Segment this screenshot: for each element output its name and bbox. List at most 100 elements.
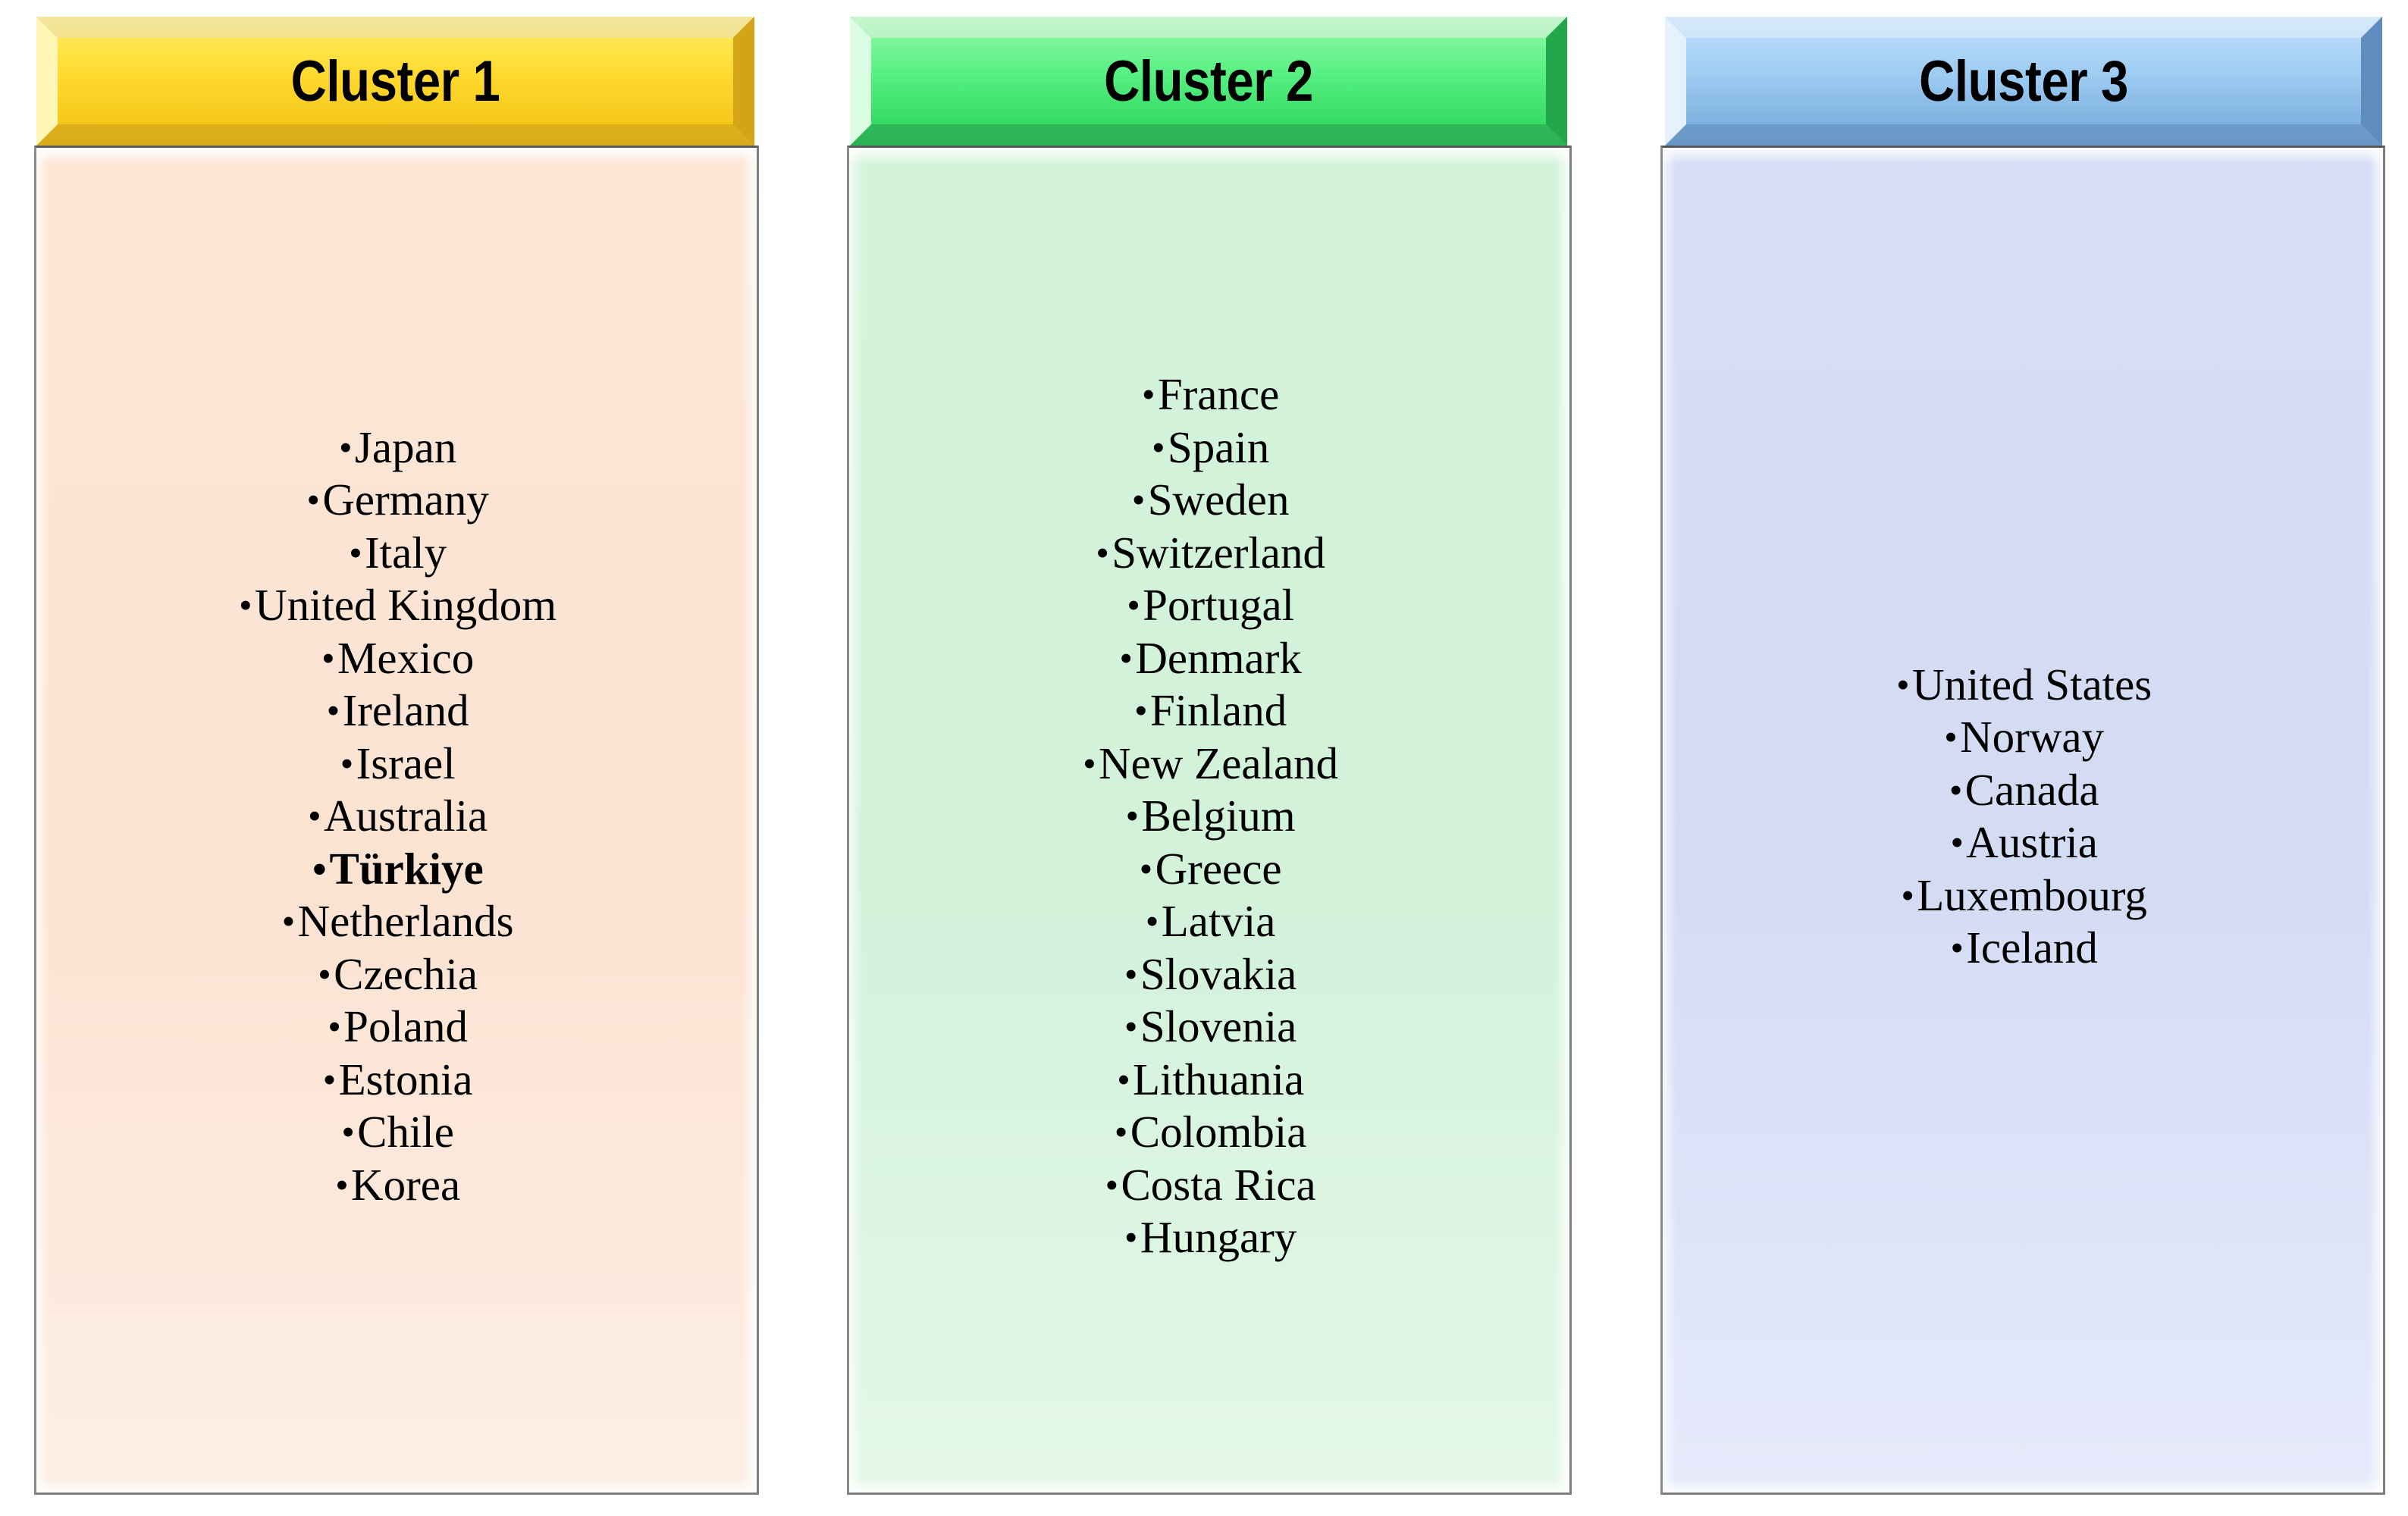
bullet-icon: • (236, 588, 255, 625)
bullet-icon: • (1143, 904, 1162, 941)
cluster-1-header-plate: Cluster 1 (36, 17, 754, 146)
list-item-label: Poland (343, 1001, 469, 1052)
list-item-label: France (1157, 369, 1280, 420)
list-item: •Israel (337, 741, 455, 794)
bullet-icon: • (1123, 799, 1142, 836)
list-item: •Slovakia (1122, 951, 1297, 1005)
bullet-icon: • (1131, 694, 1150, 731)
list-item-highlighted: •Türkiye (309, 843, 484, 900)
list-item: •Mexico (319, 635, 474, 689)
list-item: •Belgium (1123, 794, 1295, 847)
bullet-icon: • (309, 851, 330, 888)
list-item-label: Colombia (1130, 1107, 1307, 1157)
list-item-label: Netherlands (297, 896, 514, 947)
list-item: •Hungary (1122, 1215, 1297, 1268)
list-item-label: Korea (351, 1159, 461, 1210)
list-item: •Netherlands (279, 899, 513, 952)
bullet-icon: • (1121, 1010, 1140, 1047)
list-item-label: Italy (365, 527, 447, 578)
bullet-icon: • (346, 535, 365, 572)
list-item-label: Japan (354, 421, 457, 472)
list-item: •France (1140, 372, 1280, 425)
cluster-1-header: Cluster 1 (36, 17, 754, 146)
cluster-1-title: Cluster 1 (290, 49, 500, 114)
bullet-icon: • (320, 1062, 339, 1099)
cluster-1-body: •Japan •Germany •Italy •United Kingdom •… (34, 146, 759, 1495)
list-item: •Iceland (1948, 926, 2098, 979)
bullet-icon: • (1893, 667, 1912, 704)
list-item-label: Chile (357, 1107, 454, 1157)
list-item-label: Latvia (1161, 896, 1276, 947)
cluster-3-title: Cluster 3 (1919, 49, 2128, 114)
list-item: •Chile (339, 1110, 454, 1163)
cluster-2-header-plate: Cluster 2 (850, 17, 1567, 146)
list-item: •Austria (1948, 820, 2098, 873)
bullet-icon: • (1080, 746, 1099, 783)
bullet-icon: • (1948, 930, 1967, 967)
cluster-column-1: Cluster 1 •Japan •Germany •Italy •United… (34, 0, 759, 1516)
header-face (1686, 38, 2361, 124)
list-item-label: Ireland (342, 685, 469, 736)
bullet-icon: • (305, 799, 324, 836)
bullet-icon: • (325, 1010, 344, 1047)
bullet-icon: • (336, 430, 355, 467)
list-item-label: Estonia (338, 1054, 473, 1104)
list-item-label: Türkiye (329, 843, 484, 894)
bullet-icon: • (1149, 430, 1168, 467)
list-item: •New Zealand (1080, 741, 1338, 794)
list-item-label: Lithuania (1133, 1054, 1305, 1104)
list-item-label: Switzerland (1112, 527, 1325, 578)
bullet-icon: • (1114, 1062, 1133, 1099)
list-item: •Luxembourg (1898, 869, 2147, 926)
bullet-icon: • (279, 904, 298, 941)
list-item-label: Czechia (334, 948, 478, 999)
list-item: •United Kingdom (237, 583, 557, 636)
list-item: •Estonia (320, 1057, 472, 1110)
cluster-column-2: Cluster 2 •France •Spain •Sweden •Switze… (847, 0, 1572, 1516)
list-item: •Canada (1946, 767, 2099, 821)
bullet-icon: • (315, 957, 334, 994)
cluster-3-list: •United States •Norway •Canada •Austria … (1663, 148, 2383, 1493)
list-item: •Portugal (1124, 583, 1294, 636)
list-item: •Czechia (315, 948, 478, 1005)
bullet-icon: • (1898, 878, 1917, 915)
list-item: •Spain (1149, 424, 1270, 478)
list-item: •Latvia (1143, 899, 1276, 952)
list-item-label: Costa Rica (1121, 1159, 1316, 1210)
cluster-3-header: Cluster 3 (1665, 17, 2382, 146)
bullet-icon: • (304, 483, 323, 520)
list-item: •Switzerland (1093, 527, 1325, 584)
bullet-icon: • (1941, 719, 1961, 756)
list-item: •Korea (332, 1159, 461, 1216)
list-item: •Japan (336, 421, 457, 478)
list-item-label: Slovenia (1140, 1001, 1297, 1052)
list-item: •Poland (325, 1004, 468, 1057)
bullet-icon: • (1948, 825, 1967, 862)
cluster-2-body: •France •Spain •Sweden •Switzerland •Por… (847, 146, 1572, 1495)
list-item: •Sweden (1130, 478, 1290, 531)
list-item-label: Greece (1155, 843, 1282, 894)
list-item: •Australia (306, 794, 488, 847)
list-item: •Norway (1942, 715, 2104, 768)
bullet-icon: • (1137, 851, 1155, 888)
bullet-icon: • (1124, 588, 1143, 625)
cluster-1-list: •Japan •Germany •Italy •United Kingdom •… (36, 148, 757, 1493)
bullet-icon: • (1129, 483, 1148, 520)
list-item-label: Hungary (1140, 1212, 1297, 1263)
bullet-icon: • (337, 746, 356, 783)
list-item: •Denmark (1117, 632, 1302, 689)
cluster-2-list: •France •Spain •Sweden •Switzerland •Por… (849, 148, 1569, 1493)
list-item-label: Denmark (1135, 632, 1302, 683)
bullet-icon: • (1093, 535, 1112, 572)
cluster-3-body: •United States •Norway •Canada •Austria … (1660, 146, 2385, 1495)
list-item: •Finland (1132, 688, 1287, 741)
list-item-label: Norway (1960, 712, 2105, 762)
list-item: •Costa Rica (1102, 1159, 1316, 1216)
cluster-column-3: Cluster 3 •United States •Norway •Canada… (1660, 0, 2385, 1516)
list-item-label: Portugal (1143, 580, 1295, 631)
bullet-icon: • (332, 1167, 352, 1204)
list-item-label: Iceland (1966, 922, 2098, 973)
list-item-label: Luxembourg (1917, 869, 2147, 920)
list-item-label: Israel (356, 738, 456, 788)
